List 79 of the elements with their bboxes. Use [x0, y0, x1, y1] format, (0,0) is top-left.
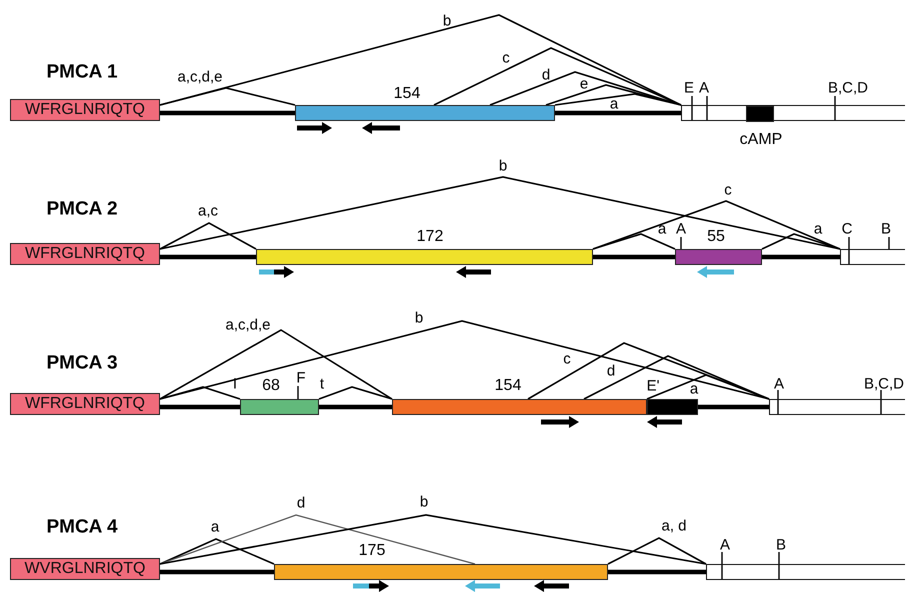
edge-label: a — [610, 96, 618, 112]
edge-label: a,c,d,e — [225, 318, 271, 332]
intron-line — [555, 110, 681, 116]
edge-label: b — [420, 494, 428, 510]
splice-line — [554, 93, 682, 106]
edge-label: a, d — [661, 518, 687, 534]
intron-line — [160, 570, 274, 574]
exon-length-label: 172 — [416, 229, 444, 245]
splice-line — [584, 355, 770, 400]
site-label: B — [881, 222, 891, 236]
intron-line — [593, 254, 675, 260]
site-label: t — [320, 376, 324, 392]
site-label: A — [720, 538, 730, 552]
peptide-sequence-box: WFRGLNRIQTQ — [10, 393, 160, 415]
peptide-sequence-box: WFRGLNRIQTQ — [10, 243, 160, 265]
panel-title: PMCA 1 — [46, 62, 118, 82]
panel-title: PMCA 3 — [46, 354, 118, 372]
splice-line — [160, 538, 274, 565]
intron-line — [319, 404, 392, 410]
splice-line — [160, 386, 240, 400]
intron-line — [160, 110, 295, 116]
site-label: B,C,D — [864, 376, 904, 392]
intron-line — [160, 404, 240, 410]
downstream-exon-box — [769, 399, 905, 415]
downstream-exon-box — [706, 564, 905, 580]
site-label: A — [699, 80, 709, 96]
intron-line — [608, 570, 706, 574]
exon-length-label: 154 — [394, 86, 420, 102]
region-label: cAMP — [740, 132, 782, 148]
downstream-exon-box — [840, 249, 905, 265]
edge-label: d — [296, 496, 306, 510]
edge-label: a — [210, 520, 220, 534]
site-label: B — [776, 538, 786, 552]
splice-line — [160, 176, 840, 250]
splice-line — [160, 222, 256, 250]
splice-line — [646, 374, 770, 400]
site-label: E' — [646, 378, 660, 394]
site-label: A — [676, 222, 686, 236]
exon-length-label: 154 — [494, 378, 522, 394]
edge-label: a,c — [198, 204, 218, 218]
edge-label: d — [606, 364, 616, 378]
splice-line — [160, 329, 392, 400]
edge-label: a — [658, 222, 666, 236]
exon-length-label: 175 — [358, 543, 386, 559]
peptide-sequence-box: WVRGLNRIQTQ — [10, 558, 160, 580]
edge-label: b — [442, 14, 452, 28]
site-label: F — [296, 370, 306, 386]
edge-label: d — [542, 68, 550, 82]
site-label: E — [684, 80, 694, 96]
edge-label: a — [690, 382, 698, 396]
edge-label: b — [498, 158, 508, 174]
splice-line — [160, 514, 476, 565]
splice-line — [762, 233, 840, 250]
edge-label: c — [502, 50, 510, 66]
edge-label: e — [580, 76, 588, 92]
edge-label: c — [724, 182, 732, 198]
edge-label: b — [414, 310, 424, 326]
panel-title: PMCA 4 — [46, 518, 118, 536]
intron-line — [698, 404, 769, 410]
peptide-sequence-box: WFRGLNRIQTQ — [10, 99, 160, 121]
panel-title: PMCA 2 — [46, 200, 118, 218]
edge-label: c — [563, 352, 571, 366]
intron-line — [160, 254, 256, 260]
exon-length-label: 55 — [707, 229, 725, 245]
splice-line — [318, 386, 392, 400]
edge-label: a,c,d,e — [177, 70, 223, 84]
site-label: A — [774, 376, 784, 392]
splice-line — [546, 84, 682, 106]
edge-label: a — [814, 222, 822, 236]
splice-line — [160, 87, 296, 106]
splice-line — [592, 233, 676, 250]
exon-length-label: 68 — [262, 378, 280, 394]
intron-line — [762, 254, 840, 260]
splice-line — [608, 537, 706, 565]
splice-line — [434, 47, 682, 106]
splice-line — [160, 514, 706, 565]
splice-line — [592, 200, 840, 250]
site-label: C — [842, 222, 852, 236]
site-label: B,C,D — [828, 80, 868, 96]
